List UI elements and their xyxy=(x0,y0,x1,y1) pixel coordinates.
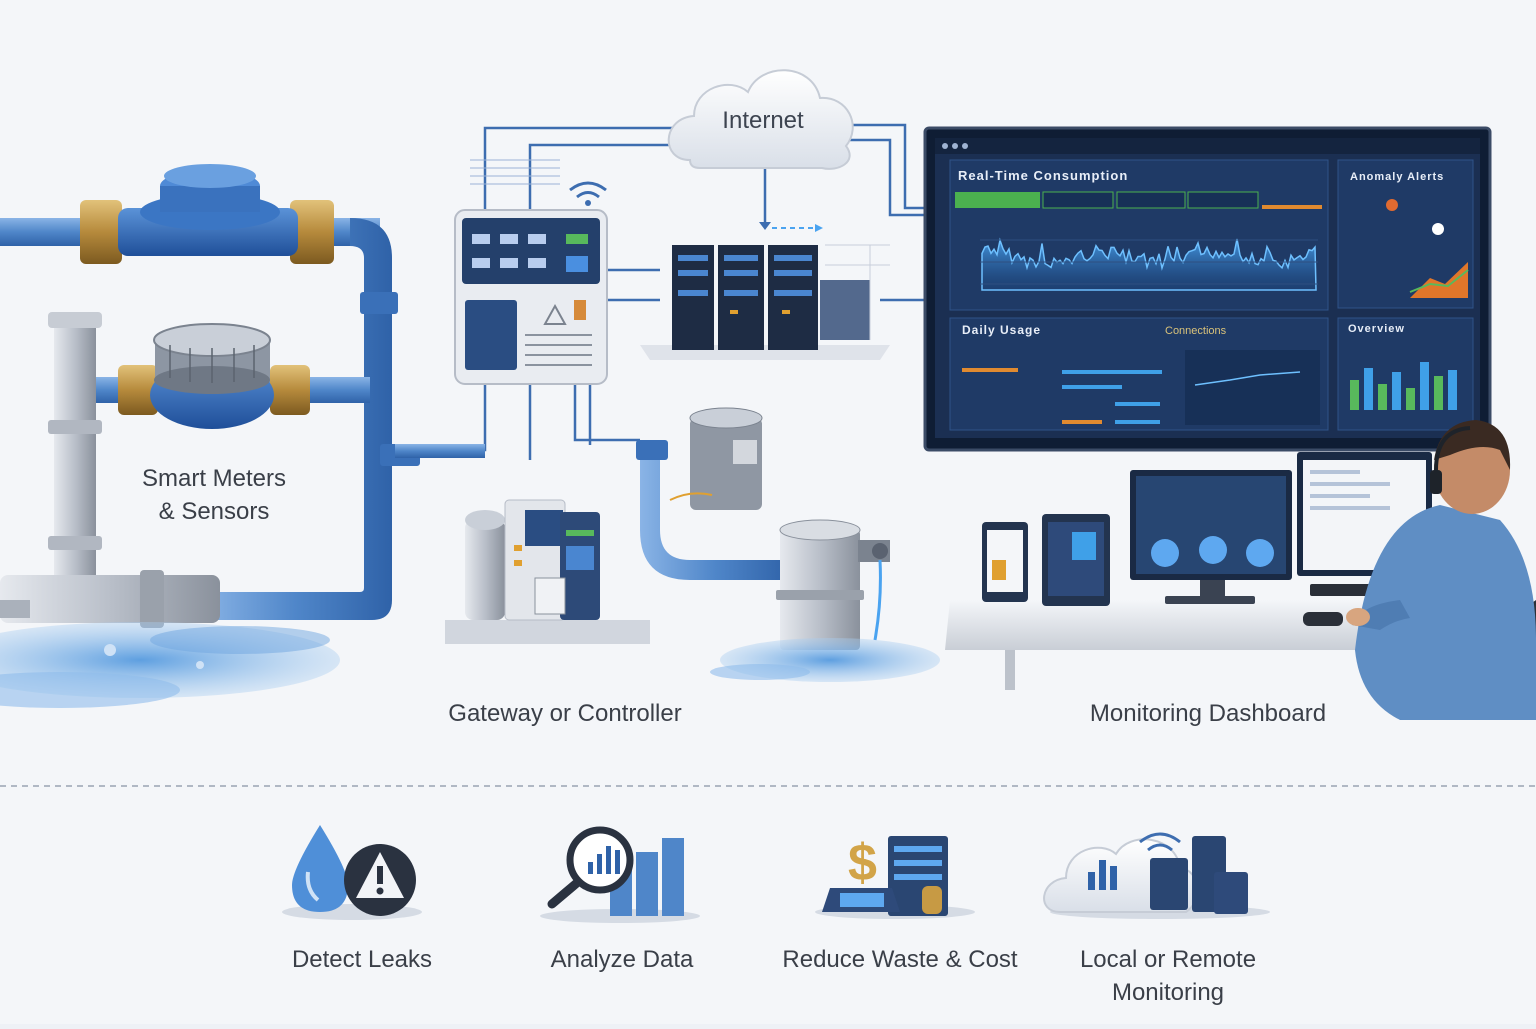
svg-text:$: $ xyxy=(848,834,877,892)
gateway-controller-device xyxy=(454,181,608,385)
workstation-desk xyxy=(945,452,1432,690)
gateway-label: Gateway or Controller xyxy=(448,700,682,727)
realtime-title: Real-Time Consumption xyxy=(958,168,1128,183)
cloud-devices-icon xyxy=(1043,832,1270,919)
leak-puddle-left xyxy=(0,622,340,708)
operator-person xyxy=(1346,420,1536,720)
anomaly-title: Anomaly Alerts xyxy=(1350,171,1444,183)
pump-controller-unit xyxy=(445,499,650,644)
benefit-analyze-data: Analyze Data xyxy=(550,946,694,973)
overview-bar xyxy=(1378,384,1387,410)
benefit-remote-monitoring: Local or Remote Monitoring xyxy=(1046,943,1290,1009)
overview-title: Overview xyxy=(1348,323,1405,335)
meters-label-line1: Smart Meters xyxy=(141,465,287,492)
water-meter-middle xyxy=(118,323,310,429)
benefit-reduce-waste: Reduce Waste & Cost xyxy=(782,946,1018,973)
dollar-devices-icon: $ xyxy=(815,834,975,919)
overview-bar xyxy=(1392,372,1401,410)
overview-bar xyxy=(1364,368,1373,410)
overview-bar xyxy=(1350,380,1359,410)
benefit-detect-leaks: Detect Leaks xyxy=(291,946,433,973)
monitoring-dashboard-screen: Real-Time Consumption Anomaly Alerts Dai… xyxy=(923,126,1492,452)
water-meter-top xyxy=(80,164,334,264)
leak-puddle-middle xyxy=(710,638,940,682)
internet-cloud xyxy=(667,69,854,170)
overview-bar xyxy=(1448,370,1457,410)
meters-label: Smart Meters & Sensors xyxy=(110,462,318,528)
internet-label: Internet xyxy=(722,107,804,134)
benefit-remote-line2: Monitoring xyxy=(1111,979,1225,1006)
overview-bar xyxy=(1420,362,1429,410)
meters-label-line2: & Sensors xyxy=(158,498,270,525)
overview-bar xyxy=(1434,376,1443,410)
server-rack xyxy=(640,244,890,360)
connections-title: Connections xyxy=(1165,325,1227,337)
overview-bar xyxy=(1406,388,1415,410)
sensor-pipes xyxy=(636,407,890,650)
benefit-remote-line1: Local or Remote xyxy=(1079,946,1257,973)
magnifier-chart-icon xyxy=(540,826,700,923)
droplet-warning-icon xyxy=(282,825,422,920)
daily-usage-title: Daily Usage xyxy=(962,323,1041,337)
dashboard-label: Monitoring Dashboard xyxy=(1089,700,1327,727)
